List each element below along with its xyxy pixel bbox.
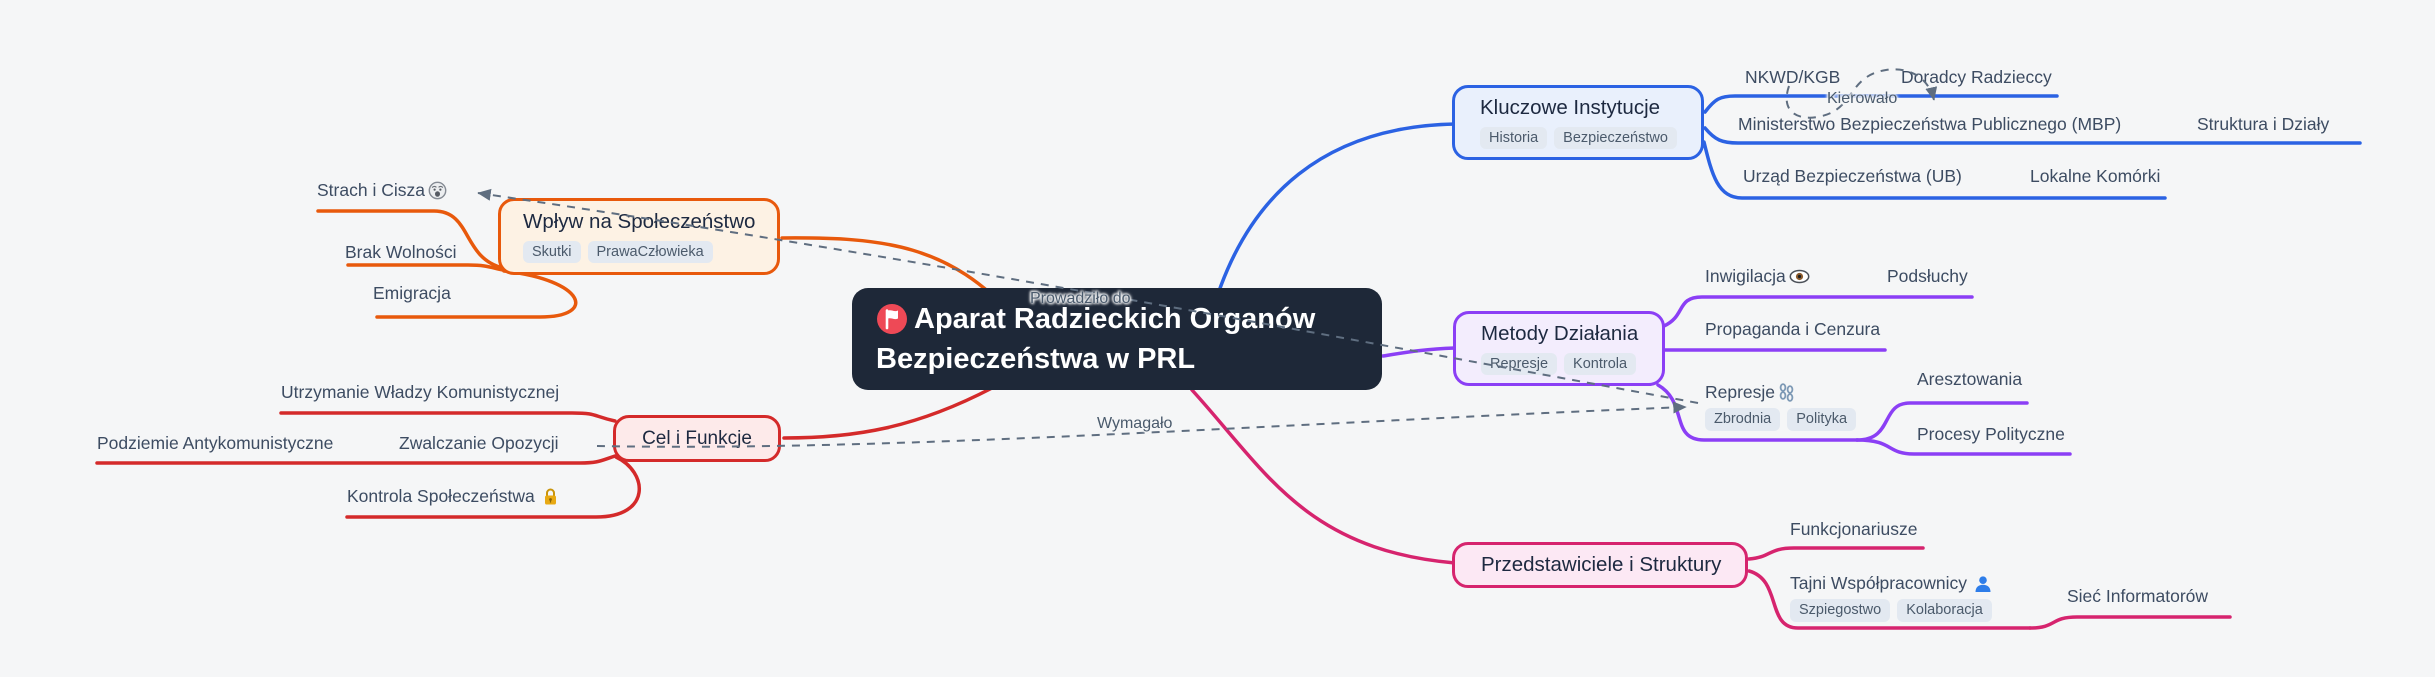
node-represje[interactable]: Represje Zbrodnia Polityka <box>1705 382 1857 431</box>
leaf-label: Inwigilacja <box>1705 266 1786 286</box>
node-title: Wpływ na Społeczeństwo <box>523 209 756 233</box>
leaf-label: Podsłuchy <box>1887 266 1968 286</box>
edge-label-prowadzilo-do: Prowadziło do <box>1030 290 1131 307</box>
branch-pink-siec <box>2028 615 2232 630</box>
node-kontrola-spoleczenstwa[interactable]: Kontrola Społeczeństwa <box>347 486 559 507</box>
leaf-label: Lokalne Komórki <box>2030 166 2161 186</box>
node-cel-i-funkcje[interactable]: Cel i Funkcje <box>613 415 781 462</box>
branch-orange-brak <box>346 263 505 272</box>
node-title: Cel i Funkcje <box>642 427 752 449</box>
node-tajni-wspolpracownicy[interactable]: Tajni Współpracownicy Szpiegostwo Kolabo… <box>1790 573 1992 622</box>
leaf-label: Utrzymanie Władzy Komunistycznej <box>281 382 560 402</box>
leaf-label: NKWD/KGB <box>1745 67 1841 87</box>
branch-pink-funkcjonariusze <box>1747 546 1925 561</box>
chains-icon <box>1778 382 1795 403</box>
leaf-label: Aresztowania <box>1917 369 2023 389</box>
tag-prawa-czlowieka: PrawaCzłowieka <box>587 240 713 264</box>
node-struktura-i-dzialy[interactable]: Struktura i Działy <box>2197 114 2329 135</box>
lock-icon <box>542 487 559 506</box>
branch-red-zwalczanie <box>95 454 617 465</box>
leaf-label: Procesy Polityczne <box>1917 424 2065 444</box>
leaf-label: Struktura i Działy <box>2197 114 2330 134</box>
node-title: Przedstawiciele i Struktury <box>1481 553 1722 576</box>
leaf-label: Kontrola Społeczeństwa <box>347 486 535 506</box>
node-emigracja[interactable]: Emigracja <box>373 283 451 304</box>
tag-kontrola: Kontrola <box>1564 352 1637 376</box>
edge-label-wymagalo: Wymagało <box>1097 415 1173 432</box>
root-title-line2: Bezpieczeństwa w PRL <box>876 343 1196 375</box>
node-utrzymanie-wladzy[interactable]: Utrzymanie Władzy Komunistycznej <box>281 382 559 403</box>
leaf-label: Tajni Współpracownicy <box>1790 573 1968 593</box>
branch-pink-main <box>1190 388 1457 565</box>
node-aresztowania[interactable]: Aresztowania <box>1917 369 2022 390</box>
leaf-label: Zwalczanie Opozycji <box>399 433 559 453</box>
tag-szpiegostwo: Szpiegostwo <box>1790 599 1891 622</box>
bust-icon <box>1974 575 1992 593</box>
tag-skutki: Skutki <box>523 240 581 264</box>
tag-kolaboracja: Kolaboracja <box>1897 599 1992 622</box>
tag-historia: Historia <box>1480 126 1548 150</box>
node-procesy-polityczne[interactable]: Procesy Polityczne <box>1917 424 2065 445</box>
leaf-label: Represje <box>1705 382 1776 402</box>
leaf-label: Emigracja <box>373 283 451 303</box>
tag-bezpieczenstwo: Bezpieczeństwo <box>1554 126 1677 150</box>
edge-label-kierowalo: Kierowało <box>1827 90 1898 107</box>
node-inwigilacja[interactable]: Inwigilacja <box>1705 266 1810 287</box>
leaf-label: Sieć Informatorów <box>2067 586 2209 606</box>
node-nkwd-kgb[interactable]: NKWD/KGB <box>1745 67 1840 88</box>
leaf-label: Doradcy Radzieccy <box>1901 67 2052 87</box>
node-wplyw-na-spoleczenstwo[interactable]: Wpływ na Społeczeństwo Skutki PrawaCzłow… <box>498 198 780 275</box>
branch-red-main <box>782 386 994 440</box>
leaf-label: Brak Wolności <box>345 242 457 262</box>
node-podsluchy[interactable]: Podsłuchy <box>1887 266 1968 287</box>
leaf-label: Strach i Cisza <box>317 180 425 200</box>
branch-purple-main <box>1381 346 1457 358</box>
node-title: Kluczowe Instytucje <box>1480 95 1661 119</box>
node-doradcy-radzieccy[interactable]: Doradcy Radzieccy <box>1901 67 2052 88</box>
node-przedstawiciele-i-struktury[interactable]: Przedstawiciele i Struktury <box>1452 542 1748 588</box>
leaf-label: Ministerstwo Bezpieczeństwa Publicznego … <box>1738 114 2122 134</box>
branch-red-utrzymanie <box>279 411 617 423</box>
leaf-label: Urząd Bezpieczeństwa (UB) <box>1743 166 1962 186</box>
node-zwalczanie-opozycji[interactable]: Zwalczanie Opozycji <box>399 433 559 454</box>
node-podziemie-antykomunistyczne[interactable]: Podziemie Antykomunistyczne <box>97 433 333 454</box>
leaf-label: Propaganda i Cenzura <box>1705 319 1881 339</box>
node-kluczowe-instytucje[interactable]: Kluczowe Instytucje Historia Bezpieczeńs… <box>1452 85 1704 160</box>
node-strach-i-cisza[interactable]: Strach i Cisza <box>317 180 447 201</box>
node-urzad-bezpieczenstwa[interactable]: Urząd Bezpieczeństwa (UB) <box>1743 166 1962 187</box>
tag-polityka: Polityka <box>1787 408 1857 431</box>
node-siec-informatorow[interactable]: Sieć Informatorów <box>2067 586 2208 607</box>
node-mbp[interactable]: Ministerstwo Bezpieczeństwa Publicznego … <box>1738 114 2121 135</box>
node-metody-dzialania[interactable]: Metody Działania Represje Kontrola <box>1453 311 1665 386</box>
node-lokalne-komorki[interactable]: Lokalne Komórki <box>2030 166 2160 187</box>
node-brak-wolnosci[interactable]: Brak Wolności <box>345 242 457 263</box>
tag-zbrodnia: Zbrodnia <box>1705 408 1781 431</box>
node-propaganda-i-cenzura[interactable]: Propaganda i Cenzura <box>1705 319 1880 340</box>
flag-icon <box>876 303 908 335</box>
leaf-label: Podziemie Antykomunistyczne <box>97 433 334 453</box>
tag-represje: Represje <box>1481 352 1558 376</box>
node-title: Metody Działania <box>1481 321 1639 345</box>
node-funkcjonariusze[interactable]: Funkcjonariusze <box>1790 519 1917 540</box>
leaf-label: Funkcjonariusze <box>1790 519 1918 539</box>
fearful-face-icon <box>428 181 447 200</box>
eye-icon <box>1789 269 1810 284</box>
